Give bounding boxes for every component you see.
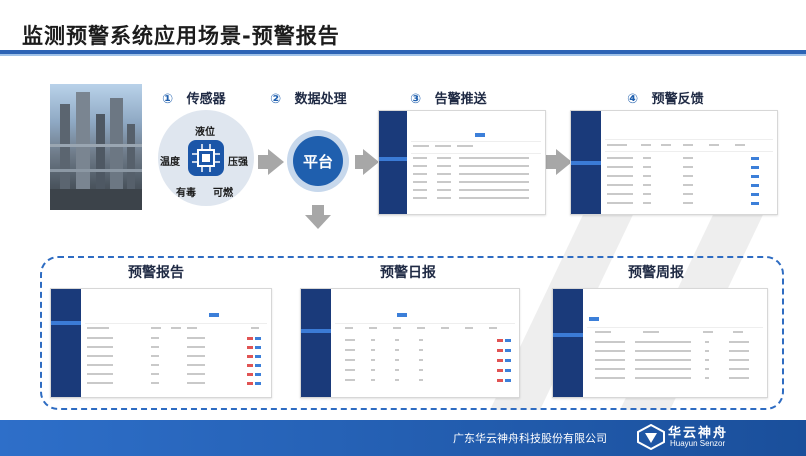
title-underline: [0, 50, 806, 54]
arrow-down-icon: [305, 215, 331, 229]
page-title: 监测预警系统应用场景-预警报告: [22, 24, 340, 48]
arrow-right-icon: [556, 149, 572, 175]
sensor-level-label: 液位: [195, 127, 215, 138]
alarm-weekly-report-title: 预警周报: [628, 265, 684, 281]
alarm-weekly-report-screenshot: [552, 288, 768, 398]
logo-english-name: Huayun Senzor: [670, 439, 726, 448]
company-logo-icon: [637, 424, 665, 450]
alarm-report-screenshot: [50, 288, 272, 398]
sensor-pressure-label: 压强: [228, 157, 248, 168]
alarm-report-title: 预警报告: [128, 265, 184, 281]
reports-group: [40, 256, 784, 410]
industrial-plant-image: [50, 84, 142, 210]
footer-bar: [0, 420, 806, 456]
arrow-right-icon: [363, 149, 379, 175]
sensor-flammable-label: 可燃: [213, 188, 233, 199]
alarm-feedback-screenshot: [570, 110, 778, 215]
platform-node: 平台: [293, 136, 343, 186]
sensor-chip-icon: [188, 140, 224, 176]
step-3-label: ③ 告警推送: [410, 92, 487, 107]
arrow-shaft-2: [355, 155, 363, 169]
arrow-shaft-3: [546, 155, 556, 169]
sensor-temperature-label: 温度: [160, 157, 180, 168]
logo-chinese-name: 华云神舟: [668, 426, 729, 441]
step-1-label: ① 传感器: [162, 92, 226, 107]
step-2-label: ② 数据处理: [270, 92, 347, 107]
arrow-shaft-1: [258, 155, 268, 169]
alarm-push-screenshot: [378, 110, 546, 215]
step-4-label: ④ 预警反馈: [627, 92, 704, 107]
title-underline-light: [0, 54, 806, 56]
company-name: 广东华云神舟科技股份有限公司: [453, 432, 607, 445]
alarm-daily-report-title: 预警日报: [380, 265, 436, 281]
arrow-right-icon: [268, 149, 284, 175]
arrow-down-shaft: [312, 205, 324, 215]
sensor-toxic-label: 有毒: [176, 188, 196, 199]
alarm-daily-report-screenshot: [300, 288, 520, 398]
